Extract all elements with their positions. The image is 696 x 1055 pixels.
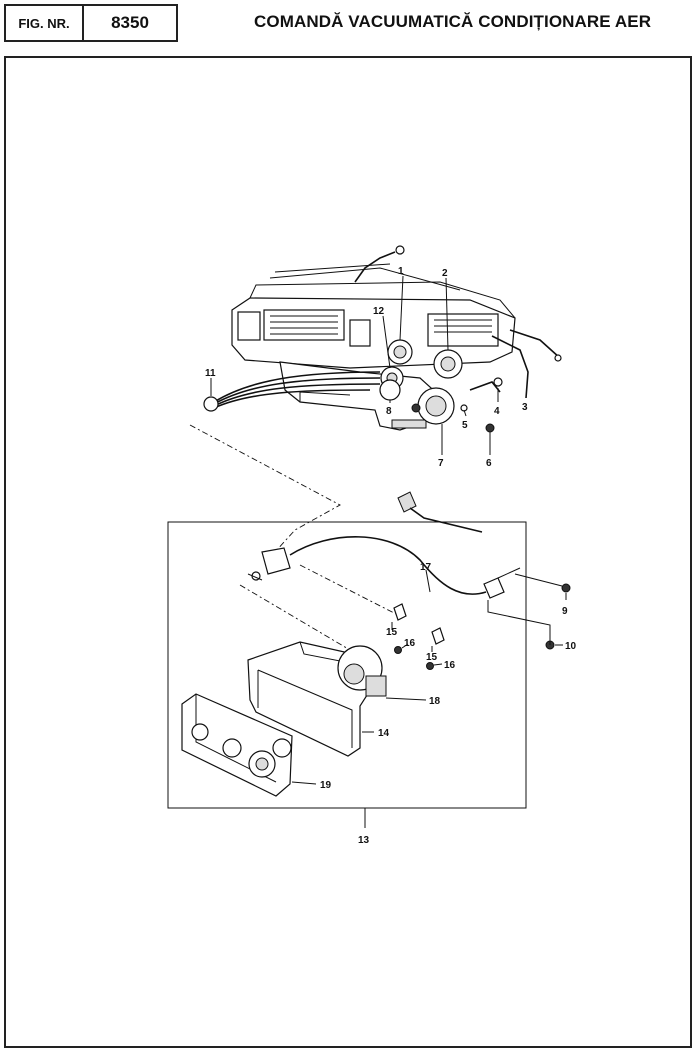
callout-3: 3 (522, 402, 528, 413)
callout-10: 10 (565, 641, 577, 652)
screw-16-lower (426, 662, 443, 670)
callout-15-upper: 15 (386, 627, 398, 638)
callout-19: 19 (320, 780, 332, 791)
callout-5: 5 (462, 420, 468, 431)
cable-17 (247, 536, 521, 599)
linkage-4 (469, 377, 503, 402)
leader-clip-15 (239, 564, 397, 651)
screw-6 (485, 423, 495, 455)
fig-number-box: 8350 (82, 4, 178, 42)
control-panel-inset-box (167, 521, 527, 809)
callout-18: 18 (429, 696, 441, 707)
cable-3 (491, 335, 529, 399)
actuator-2 (433, 277, 463, 379)
actuator-7 (411, 387, 455, 455)
control-unit-18 (337, 645, 427, 701)
callout-17: 17 (420, 562, 432, 573)
callout-4: 4 (494, 406, 500, 417)
callout-9: 9 (562, 606, 568, 617)
fig-label: FIG. NR. (18, 15, 70, 31)
diagram-frame (4, 56, 692, 1048)
callout-11: 11 (205, 368, 216, 379)
callout-13: 13 (358, 835, 370, 846)
vacuum-switch-top (397, 491, 483, 533)
callout-6: 6 (486, 458, 492, 469)
callout-12: 12 (373, 306, 385, 317)
screw-16-upper (394, 643, 409, 654)
callout-16-lower: 16 (444, 660, 456, 671)
callout-2: 2 (442, 268, 448, 279)
clip-15-upper (391, 603, 407, 630)
callout-8: 8 (386, 406, 392, 417)
callout-16-upper: 16 (404, 638, 416, 649)
fig-number: 8350 (111, 13, 149, 32)
front-panel-19 (181, 693, 317, 797)
leader-hose-to-panel (189, 424, 341, 553)
callout-15-lower: 15 (426, 652, 438, 663)
actuator-8 (379, 379, 401, 403)
ac-housing-assembly (231, 245, 562, 431)
screw-10 (487, 600, 563, 650)
callout-14: 14 (378, 728, 390, 739)
callout-1: 1 (398, 266, 404, 277)
actuator-1 (387, 275, 413, 365)
nut-9 (514, 573, 571, 600)
page-title: COMANDĂ VACUUMATICĂ CONDIȚIONARE AER (254, 12, 652, 31)
callout-7: 7 (438, 458, 444, 469)
hose-bundle-11 (203, 371, 381, 412)
clip-5 (460, 404, 468, 417)
clip-15-lower (431, 627, 445, 652)
